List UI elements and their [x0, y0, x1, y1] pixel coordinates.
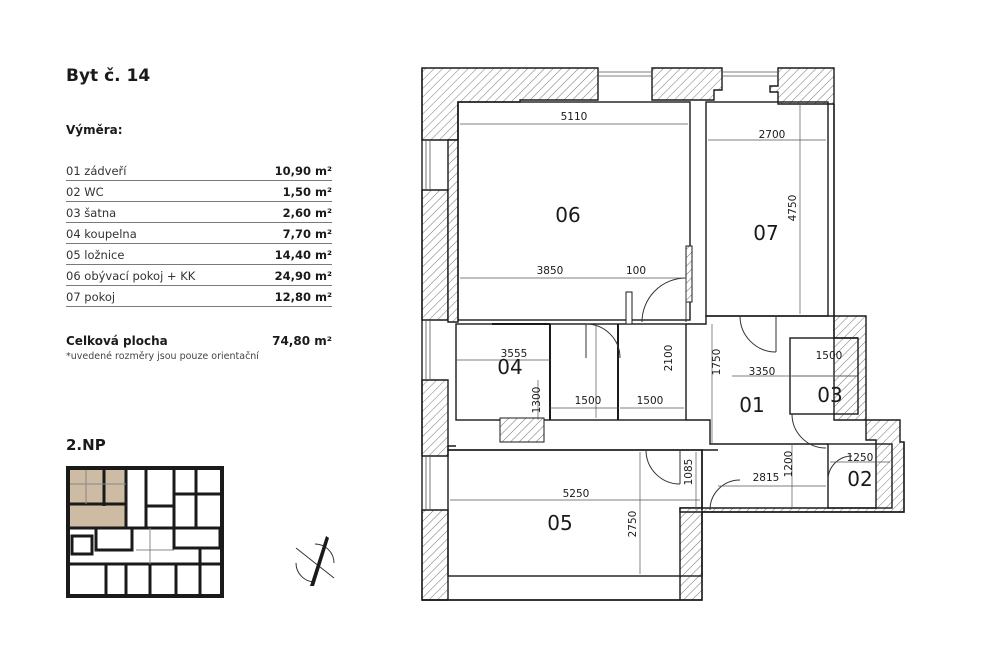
- area-row: 04 koupelna 7,70 m²: [66, 224, 332, 244]
- dimension-label: 1500: [575, 395, 602, 407]
- area-label: 02 WC: [66, 185, 104, 199]
- dimension-label: 1500: [637, 395, 664, 407]
- dimension-label: 3850: [537, 265, 564, 277]
- dimension-label: 2750: [627, 511, 639, 538]
- area-row: 06 obývací pokoj + KK 24,90 m²: [66, 266, 332, 286]
- area-row: 03 šatna 2,60 m²: [66, 203, 332, 223]
- area-label: 05 ložnice: [66, 248, 125, 262]
- north-arrow-icon: [295, 536, 335, 586]
- area-label: 07 pokoj: [66, 290, 116, 304]
- wall-lines: [421, 68, 905, 601]
- room-label: 06: [555, 203, 580, 227]
- area-row: 02 WC 1,50 m²: [66, 182, 332, 202]
- dimension-label: 5250: [563, 488, 590, 500]
- area-value: 24,90 m²: [274, 269, 332, 283]
- room-label: 04: [497, 355, 522, 379]
- doors: [585, 277, 853, 511]
- total-value: 74,80 m²: [272, 334, 332, 348]
- dimension-label: 1200: [783, 451, 795, 478]
- area-value: 2,60 m²: [282, 206, 332, 220]
- area-row: 05 ložnice 14,40 m²: [66, 245, 332, 265]
- dimension-label: 5110: [561, 111, 588, 123]
- area-label: 06 obývací pokoj + KK: [66, 269, 196, 283]
- dimension-label: 1250: [847, 452, 874, 464]
- area-value: 10,90 m²: [274, 164, 332, 178]
- dimension-label: 2815: [753, 472, 780, 484]
- disclaimer-note: *uvedené rozměry jsou pouze orientační: [66, 351, 259, 362]
- floor-plan: 06 07 04 01 03 02 05 5110 2700 4750 3850…: [421, 67, 905, 601]
- area-row: 01 zádveří 10,90 m²: [66, 161, 332, 181]
- area-value: 14,40 m²: [274, 248, 332, 262]
- area-label: 01 zádveří: [66, 164, 127, 178]
- area-value: 1,50 m²: [282, 185, 332, 199]
- dimension-label: 2100: [663, 345, 675, 372]
- dimension-label: 3350: [749, 366, 776, 378]
- dimension-label: 2700: [759, 129, 786, 141]
- apartment-title: Byt č. 14: [66, 66, 151, 86]
- dimension-label: 3555: [501, 348, 528, 360]
- room-label: 03: [817, 383, 842, 407]
- area-heading: Výměra:: [66, 123, 123, 137]
- area-label: 04 koupelna: [66, 227, 137, 241]
- room-label: 02: [847, 467, 872, 491]
- area-value: 12,80 m²: [274, 290, 332, 304]
- apartment-highlight: [70, 470, 126, 528]
- room-label: 05: [547, 511, 572, 535]
- dimension-label: 1750: [711, 349, 723, 376]
- dimension-label: 1085: [683, 459, 695, 486]
- room-label: 01: [739, 393, 764, 417]
- area-value: 7,70 m²: [282, 227, 332, 241]
- windows: [425, 71, 778, 510]
- dimension-label: 1300: [531, 387, 543, 414]
- key-plan: [66, 466, 224, 598]
- dimension-lines: [450, 104, 890, 574]
- dimension-label: 1500: [816, 350, 843, 362]
- floor-label: 2.NP: [66, 436, 106, 454]
- area-row: 07 pokoj 12,80 m²: [66, 287, 332, 307]
- room-label: 07: [753, 221, 778, 245]
- total-label: Celková plocha: [66, 334, 168, 348]
- walls: [421, 67, 905, 601]
- area-label: 03 šatna: [66, 206, 117, 220]
- dimension-label: 100: [626, 265, 646, 277]
- dimension-label: 4750: [787, 195, 799, 222]
